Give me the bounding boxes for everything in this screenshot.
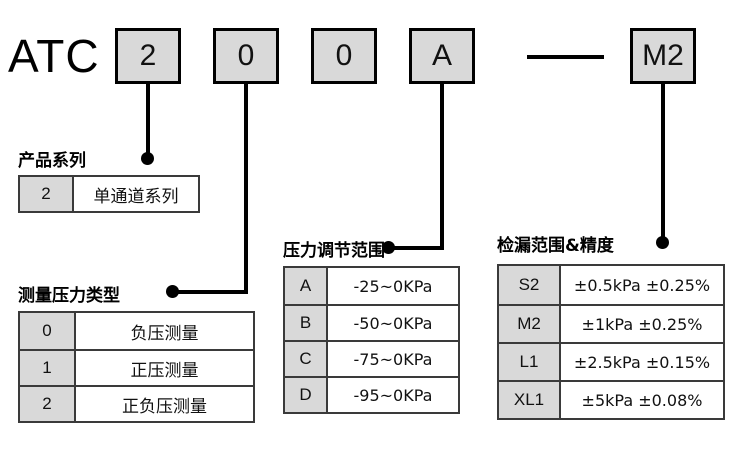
row-code: L1 bbox=[499, 344, 561, 380]
row-desc: 单通道系列 bbox=[74, 177, 198, 211]
table-row[interactable]: B -50~0KPa bbox=[285, 304, 458, 340]
row-code: 1 bbox=[20, 351, 76, 385]
table-row[interactable]: 0 负压测量 bbox=[20, 313, 253, 349]
row-desc: ±5kPa ±0.08% bbox=[561, 382, 723, 418]
row-code: S2 bbox=[499, 266, 561, 304]
row-code: 2 bbox=[20, 387, 76, 421]
row-code: A bbox=[285, 268, 328, 304]
connector-range-vertical bbox=[440, 84, 444, 250]
row-desc: -50~0KPa bbox=[328, 306, 458, 340]
row-desc: ±1kPa ±0.25% bbox=[561, 306, 723, 342]
connector-leak-vertical bbox=[661, 84, 665, 242]
row-code: M2 bbox=[499, 306, 561, 342]
code-box-pressure-type[interactable]: 0 bbox=[213, 28, 279, 84]
table-row[interactable]: C -75~0KPa bbox=[285, 340, 458, 376]
table-row[interactable]: 2 正负压测量 bbox=[20, 385, 253, 421]
table-row[interactable]: XL1 ±5kPa ±0.08% bbox=[499, 380, 723, 418]
row-desc: 正压测量 bbox=[76, 351, 253, 385]
connector-range-dot bbox=[382, 241, 395, 254]
heading-pressure-type: 测量压力类型 bbox=[18, 286, 120, 306]
table-row[interactable]: A -25~0KPa bbox=[285, 268, 458, 304]
code-box-series[interactable]: 2 bbox=[115, 28, 181, 84]
row-desc: -25~0KPa bbox=[328, 268, 458, 304]
code-box-third[interactable]: 0 bbox=[311, 28, 377, 84]
connector-ptype-vertical bbox=[244, 84, 248, 294]
row-code: D bbox=[285, 378, 328, 412]
row-desc: -75~0KPa bbox=[328, 342, 458, 376]
table-row[interactable]: M2 ±1kPa ±0.25% bbox=[499, 304, 723, 342]
legend-table-adjust-range: A -25~0KPa B -50~0KPa C -75~0KPa D -95~0… bbox=[283, 266, 460, 414]
connector-range-horizontal bbox=[388, 246, 444, 250]
row-desc: 负压测量 bbox=[76, 313, 253, 349]
legend-table-series: 2 单通道系列 bbox=[18, 175, 200, 213]
table-row[interactable]: D -95~0KPa bbox=[285, 376, 458, 412]
connector-series-vertical bbox=[146, 84, 150, 158]
row-code: 0 bbox=[20, 313, 76, 349]
connector-ptype-horizontal bbox=[172, 290, 248, 294]
legend-table-pressure-type: 0 负压测量 1 正压测量 2 正负压测量 bbox=[18, 311, 255, 423]
heading-leak-range: 检漏范围&精度 bbox=[497, 236, 614, 256]
table-row[interactable]: S2 ±0.5kPa ±0.25% bbox=[499, 266, 723, 304]
row-desc: ±0.5kPa ±0.25% bbox=[561, 266, 723, 304]
legend-table-leak-range: S2 ±0.5kPa ±0.25% M2 ±1kPa ±0.25% L1 ±2.… bbox=[497, 264, 725, 420]
code-box-leak-range[interactable]: M2 bbox=[630, 28, 696, 84]
connector-series-dot bbox=[141, 152, 154, 165]
connector-ptype-dot bbox=[166, 285, 179, 298]
code-box-adjust-range[interactable]: A bbox=[409, 28, 475, 84]
row-desc: ±2.5kPa ±0.15% bbox=[561, 344, 723, 380]
row-code: 2 bbox=[20, 177, 74, 211]
row-desc: 正负压测量 bbox=[76, 387, 253, 421]
separator-dash bbox=[527, 55, 604, 59]
table-row[interactable]: 1 正压测量 bbox=[20, 349, 253, 385]
row-code: C bbox=[285, 342, 328, 376]
heading-series: 产品系列 bbox=[18, 151, 86, 171]
row-code: XL1 bbox=[499, 382, 561, 418]
row-code: B bbox=[285, 306, 328, 340]
connector-leak-dot bbox=[656, 236, 669, 249]
table-row[interactable]: 2 单通道系列 bbox=[20, 177, 198, 211]
table-row[interactable]: L1 ±2.5kPa ±0.15% bbox=[499, 342, 723, 380]
model-prefix: ATC bbox=[8, 30, 100, 82]
heading-adjust-range: 压力调节范围 bbox=[283, 241, 385, 261]
row-desc: -95~0KPa bbox=[328, 378, 458, 412]
